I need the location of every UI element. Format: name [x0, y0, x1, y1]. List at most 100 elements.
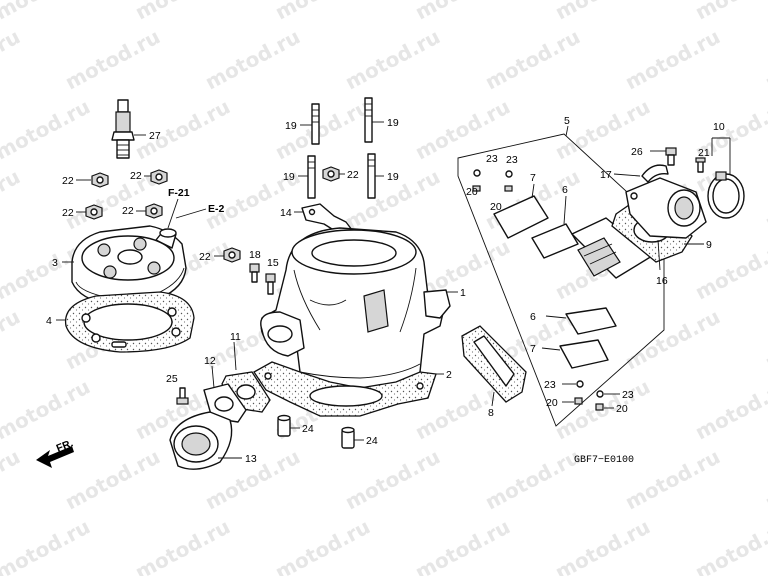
callout-26: 26	[631, 146, 643, 158]
callout-7-b: 7	[530, 343, 536, 355]
callout-19-b: 19	[387, 117, 399, 129]
callout-13: 13	[245, 453, 257, 465]
bolt-25	[176, 387, 189, 405]
band-10	[707, 171, 745, 219]
cylinder-assembly	[260, 227, 451, 391]
head-gasket	[64, 291, 195, 353]
callout-20-d: 20	[616, 403, 628, 415]
watermark-text: motod.ru	[411, 94, 514, 164]
callout-8: 8	[488, 407, 494, 419]
bolt-26	[665, 147, 677, 166]
callout-14: 14	[280, 207, 292, 219]
callout-23-c: 23	[544, 379, 556, 391]
dowel-24-right	[341, 426, 355, 449]
watermark-text: motod.ru	[61, 444, 164, 514]
watermark-text: motod.ru	[411, 514, 514, 576]
screw-20-b	[504, 185, 513, 192]
watermark-text: motod.ru	[271, 514, 374, 576]
watermark-text: motod.ru	[621, 24, 724, 94]
callout-1: 1	[460, 287, 466, 299]
nut-22-mid-left	[85, 204, 103, 220]
callout-19-d: 19	[387, 171, 399, 183]
watermark-text: motod.ru	[0, 164, 24, 234]
diagram-code: GBF7−E0100	[574, 455, 634, 466]
watermark-text: motod.ru	[691, 514, 768, 576]
watermark-text: motod.ru	[0, 94, 94, 164]
callout-27: 27	[149, 130, 161, 142]
reed-6-upper	[531, 223, 579, 259]
callout-19-c: 19	[283, 171, 295, 183]
callout-16: 16	[656, 275, 668, 287]
watermark-text: motod.ru	[0, 24, 24, 94]
nut-22-upper-left	[91, 172, 109, 188]
callout-9: 9	[706, 239, 712, 251]
callout-22-a: 22	[62, 175, 74, 187]
callout-25: 25	[166, 373, 178, 385]
callout-18: 18	[249, 249, 261, 261]
watermark-text: motod.ru	[0, 0, 94, 24]
watermark-text: motod.ru	[691, 0, 768, 24]
stud-19-upper-left	[311, 103, 320, 145]
callout-21: 21	[698, 147, 710, 159]
callout-6-b: 6	[530, 311, 536, 323]
watermark-text: motod.ru	[131, 94, 234, 164]
watermark-text: motod.ru	[131, 0, 234, 24]
reed-gasket-8	[461, 325, 527, 403]
ref-e-2: E-2	[208, 203, 225, 215]
watermark-text: motod.ru	[761, 164, 768, 234]
callout-23-a: 23	[486, 153, 498, 165]
watermark-text: motod.ru	[481, 444, 584, 514]
reed-group-frame	[457, 133, 665, 427]
watermark-text: motod.ru	[761, 444, 768, 514]
watermark-text: motod.ru	[691, 374, 768, 444]
callout-5: 5	[564, 115, 570, 127]
callout-17: 17	[600, 169, 612, 181]
washer-23-a	[473, 169, 481, 177]
callout-12: 12	[204, 355, 216, 367]
screw-20-d	[595, 403, 604, 411]
nut-22-cylinder-top	[322, 166, 340, 182]
callout-6-a: 6	[562, 184, 568, 196]
watermark-text: motod.ru	[0, 304, 24, 374]
callout-11: 11	[230, 331, 241, 343]
watermark-text: motod.ru	[201, 24, 304, 94]
watermark-text: motod.ru	[341, 444, 444, 514]
bolt-18	[249, 263, 260, 283]
watermark-text: motod.ru	[271, 0, 374, 24]
stud-19-lower-left	[307, 155, 316, 199]
callout-22-c: 22	[62, 207, 74, 219]
callout-15: 15	[267, 257, 279, 269]
stud-19-lower-right	[367, 153, 376, 199]
bolt-15	[265, 273, 276, 295]
nut-22-cylinder-left	[223, 247, 241, 263]
reed-stopper-7-lower	[559, 339, 609, 369]
screw-20-c	[574, 397, 583, 405]
nut-22-upper-center	[150, 169, 168, 185]
callout-2: 2	[446, 369, 452, 381]
callout-7-a: 7	[530, 172, 536, 184]
watermark-text: motod.ru	[691, 234, 768, 304]
callout-22-e: 22	[347, 169, 359, 181]
ref-f-21: F-21	[168, 187, 190, 199]
washer-23-c	[576, 380, 584, 388]
front-direction-arrow	[36, 446, 74, 468]
callout-23-b: 23	[506, 154, 518, 166]
watermark-text: motod.ru	[341, 24, 444, 94]
intake-manifold-16	[625, 177, 707, 239]
watermark-text: motod.ru	[551, 0, 654, 24]
nut-22-mid-center	[145, 203, 163, 219]
watermark-text: motod.ru	[0, 514, 94, 576]
callout-10: 10	[713, 121, 725, 133]
callout-24-a: 24	[302, 423, 314, 435]
watermark-text: motod.ru	[551, 514, 654, 576]
reed-valve-block	[571, 217, 653, 279]
callout-4: 4	[46, 315, 52, 327]
intake-joint-13	[169, 411, 233, 470]
watermark-text: motod.ru	[61, 24, 164, 94]
washer-23-b	[505, 170, 513, 178]
stud-19-upper-right	[364, 97, 373, 143]
callout-3: 3	[52, 257, 58, 269]
callout-22-d: 22	[122, 205, 134, 217]
watermark-text: motod.ru	[621, 304, 724, 374]
